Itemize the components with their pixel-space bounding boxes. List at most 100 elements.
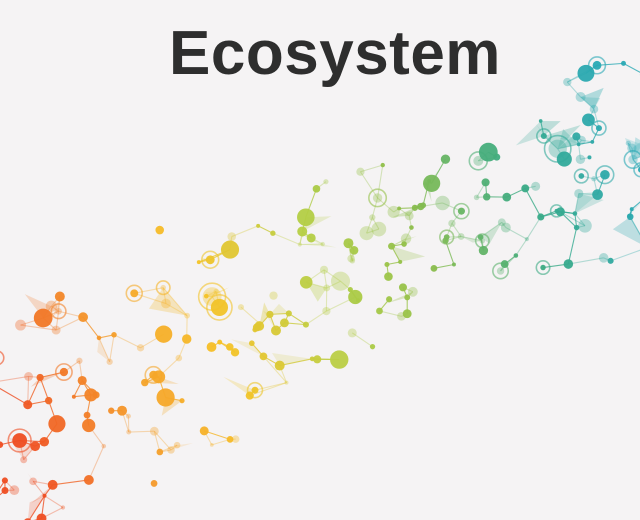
- network-node: [323, 179, 329, 185]
- network-node-ring: [623, 150, 640, 170]
- network-node: [398, 259, 403, 264]
- network-facet: [52, 296, 60, 318]
- network-link: [623, 62, 640, 73]
- network-node: [155, 225, 164, 235]
- network-node: [330, 350, 349, 369]
- page-title: Ecosystem: [169, 19, 501, 88]
- network-link: [557, 143, 579, 150]
- network-node: [572, 211, 578, 216]
- network-node: [411, 204, 418, 211]
- network-node: [203, 293, 209, 299]
- network-link: [610, 249, 640, 262]
- network-link: [0, 387, 29, 406]
- network-node: [230, 348, 240, 357]
- network-node: [270, 325, 281, 336]
- network-node-ring: [535, 260, 551, 276]
- network-node: [369, 214, 376, 221]
- network-node: [78, 312, 88, 323]
- network-link: [632, 156, 640, 161]
- network-node: [149, 370, 158, 380]
- network-node: [29, 477, 37, 486]
- network-node: [60, 505, 66, 510]
- network-facet: [580, 96, 601, 110]
- network-node-ring: [50, 303, 67, 320]
- network-link: [98, 337, 111, 363]
- network-node: [199, 426, 209, 436]
- network-node: [627, 213, 632, 218]
- network-link: [351, 332, 373, 348]
- network-node: [44, 396, 53, 405]
- network-node-ring: [591, 120, 607, 136]
- network-node: [590, 140, 595, 144]
- network-link: [323, 269, 328, 289]
- network-node: [83, 474, 94, 485]
- network-facet: [27, 472, 45, 496]
- network-link: [88, 445, 105, 481]
- network-node: [108, 407, 115, 414]
- network-node: [217, 339, 223, 345]
- network-node: [500, 222, 511, 233]
- network-node: [297, 208, 315, 227]
- network-facet: [269, 303, 289, 315]
- network-node: [297, 226, 308, 237]
- network-node: [513, 253, 519, 258]
- network-node: [270, 230, 276, 236]
- network-node: [319, 265, 329, 274]
- network-node-ring: [492, 262, 510, 280]
- network-node: [554, 208, 559, 213]
- network-facet: [391, 246, 426, 262]
- network-node: [497, 218, 506, 227]
- network-node: [457, 207, 465, 215]
- network-node: [478, 142, 498, 162]
- network-link: [366, 217, 373, 234]
- network-node: [348, 289, 363, 305]
- network-facet: [633, 137, 640, 160]
- network-link: [272, 232, 301, 246]
- network-facet: [306, 282, 327, 302]
- network-link: [371, 217, 380, 230]
- network-link: [134, 292, 167, 305]
- network-node: [347, 286, 353, 293]
- network-link: [543, 135, 559, 150]
- network-node: [404, 211, 414, 221]
- network-node: [39, 436, 50, 447]
- network-node: [386, 296, 393, 303]
- network-node: [600, 169, 610, 180]
- network-node: [592, 189, 603, 200]
- network-node: [155, 325, 173, 343]
- network-node: [106, 358, 113, 365]
- network-node: [51, 325, 61, 335]
- network-node-ring: [155, 280, 171, 296]
- network-node: [384, 272, 393, 281]
- network-link: [505, 227, 528, 240]
- network-node: [274, 360, 285, 371]
- network-link: [231, 225, 259, 238]
- network-node: [156, 388, 175, 407]
- network-node: [184, 312, 191, 319]
- network-node: [349, 245, 359, 255]
- network-node: [71, 394, 76, 399]
- network-node: [126, 429, 132, 435]
- network-facet: [263, 310, 276, 331]
- network-link: [567, 227, 578, 265]
- network-facet: [159, 449, 172, 452]
- network-node: [575, 91, 586, 102]
- network-link: [55, 316, 84, 331]
- network-node: [637, 167, 640, 173]
- network-facet: [302, 234, 327, 248]
- network-node: [23, 400, 33, 410]
- network-node: [226, 436, 234, 443]
- network-node: [125, 413, 131, 419]
- network-node: [36, 513, 47, 520]
- network-node: [496, 267, 505, 275]
- network-link: [574, 213, 586, 227]
- network-link: [20, 324, 57, 331]
- network-node: [575, 154, 586, 165]
- network-link: [204, 430, 231, 440]
- network-node-ring: [0, 350, 5, 365]
- network-node: [45, 300, 57, 312]
- network-node-ring: [439, 229, 455, 245]
- network-node: [400, 233, 412, 244]
- network-link: [377, 164, 384, 199]
- network-facet: [580, 87, 604, 110]
